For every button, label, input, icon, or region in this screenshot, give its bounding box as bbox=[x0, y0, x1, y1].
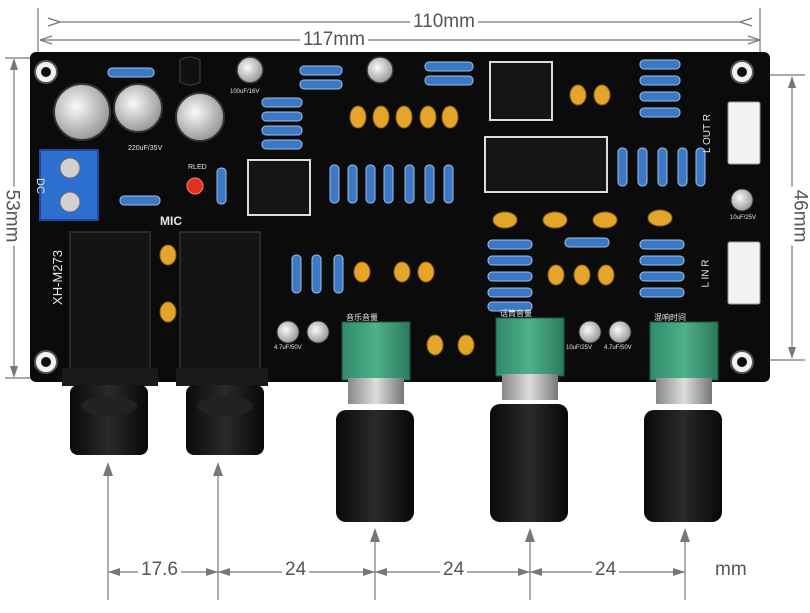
potentiometers bbox=[341, 317, 719, 404]
led-label: RLED bbox=[188, 164, 207, 171]
cap-47b-label: 4.7uF/50V bbox=[604, 345, 632, 351]
cap-100-label: 100uF/16V bbox=[230, 89, 260, 95]
knob-mic-volume-label: 话筒音量 bbox=[500, 309, 532, 318]
cap-47a-label: 4.7uF/50V bbox=[274, 345, 302, 351]
volume-knobs bbox=[336, 404, 722, 522]
mic-label: MIC bbox=[160, 214, 182, 228]
voltage-regulator bbox=[179, 56, 201, 86]
knob-music-volume-label: 音乐音量 bbox=[346, 313, 378, 322]
cap-10-label: 10uF/25V bbox=[730, 215, 757, 221]
ceramic-capacitors bbox=[159, 84, 673, 356]
resistors bbox=[107, 59, 706, 312]
signal-connectors bbox=[727, 101, 761, 305]
spacing-24-b: 24 bbox=[440, 560, 468, 579]
spacing-24-a: 24 bbox=[282, 560, 310, 579]
out-label: L OUT R bbox=[701, 114, 713, 153]
board-model-label: XH-M273 bbox=[49, 250, 65, 305]
dimension-117mm: 117mm bbox=[300, 30, 368, 49]
knob-reverb-time-label: 混响时间 bbox=[654, 313, 686, 322]
in-label: L IN R bbox=[700, 259, 712, 288]
electrolytic-capacitors bbox=[53, 56, 754, 344]
dimension-46mm: 46mm bbox=[788, 186, 810, 246]
unit-mm: mm bbox=[712, 560, 750, 579]
cap-10b-label: 10uF/25V bbox=[566, 345, 593, 351]
spacing-17-6: 17.6 bbox=[138, 560, 181, 579]
dimension-arrowheads bbox=[10, 58, 796, 576]
dimension-53mm: 53mm bbox=[0, 186, 23, 246]
red-led bbox=[186, 177, 204, 195]
ic-chips bbox=[247, 61, 608, 216]
mic-jacks bbox=[62, 231, 268, 455]
dc-label: DC bbox=[33, 178, 46, 194]
cap-220-label: 220uF/35V bbox=[128, 145, 163, 152]
dimension-110mm: 110mm bbox=[410, 12, 478, 31]
spacing-24-c: 24 bbox=[592, 560, 620, 579]
